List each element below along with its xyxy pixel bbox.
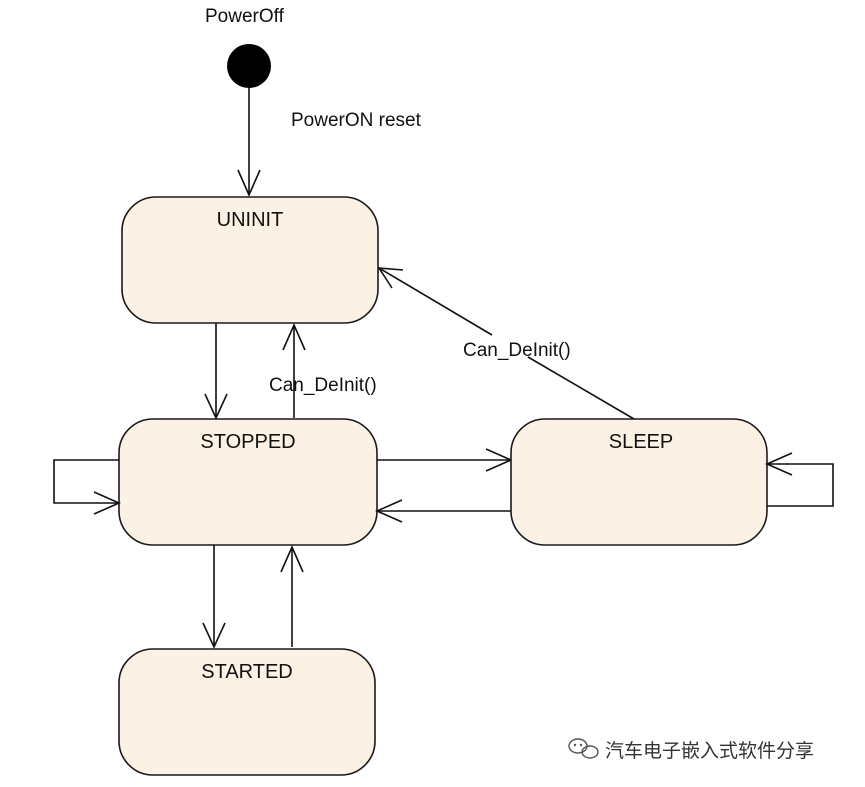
state-sleep-label: SLEEP	[609, 431, 673, 453]
arrowhead-stopped-to-uninit	[282, 323, 306, 351]
arrowhead-poweron-reset	[237, 169, 261, 197]
arrowhead-stopped-self-loop	[93, 491, 121, 515]
edge-label-sleep-to-uninit: Can_DeInit()	[463, 340, 571, 361]
arrowhead-sleep-self-loop	[765, 452, 793, 476]
edge-sleep-self-loop	[767, 463, 834, 507]
state-started-label: STARTED	[201, 661, 293, 683]
arrowhead-uninit-to-stopped	[204, 393, 228, 420]
initial-state-label: PowerOff	[205, 6, 285, 27]
edge-label-stopped-to-uninit: Can_DeInit()	[269, 375, 377, 396]
state-stopped	[118, 418, 378, 546]
initial-state-node	[227, 44, 271, 88]
arrowhead-stopped-to-started	[202, 622, 226, 649]
edge-sleep-to-uninit-upper	[378, 267, 493, 336]
state-started	[118, 648, 376, 776]
state-stopped-label: STOPPED	[200, 431, 295, 453]
state-sleep	[510, 418, 768, 546]
edge-stopped-self-loop	[53, 459, 119, 504]
edge-label-poweron-reset: PowerON reset	[291, 110, 422, 131]
arrowhead-sleep-to-uninit	[377, 267, 404, 289]
watermark-text: 汽车电子嵌入式软件分享	[605, 740, 814, 762]
arrowhead-started-to-stopped	[280, 545, 304, 573]
state-uninit-label: UNINIT	[217, 209, 284, 231]
wechat-icon	[568, 738, 599, 759]
state-uninit	[121, 196, 379, 324]
edge-sleep-to-uninit-lower	[527, 356, 635, 420]
arrowhead-sleep-to-stopped	[375, 499, 403, 523]
